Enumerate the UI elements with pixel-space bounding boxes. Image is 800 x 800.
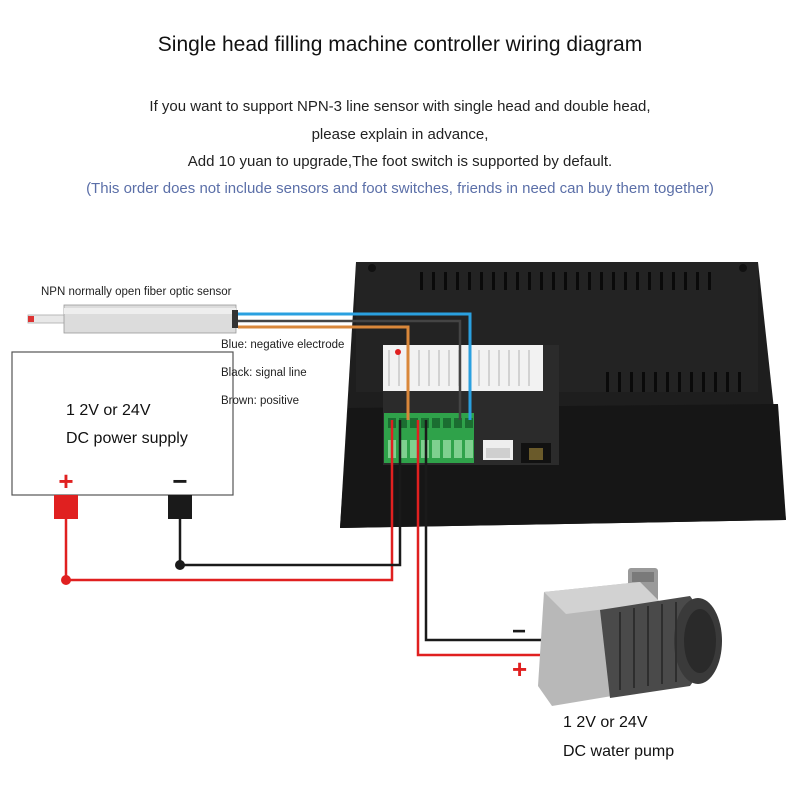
pump-minus-sign: −: [512, 618, 527, 645]
red-power-wire: [64, 420, 394, 582]
blue-wire: [238, 312, 472, 420]
note-line-4: (This order does not include sensors and…: [86, 180, 714, 197]
psu-plus-terminal: [54, 495, 78, 519]
fiber-optic-sensor: [27, 304, 238, 334]
psu-plus-sign: +: [58, 466, 74, 496]
page-title: Single head filling machine controller w…: [157, 33, 643, 56]
black-wire-label: Black: signal line: [221, 367, 307, 379]
pump-plus-sign: +: [512, 654, 528, 684]
note-line-1: If you want to support NPN-3 line sensor…: [149, 98, 651, 115]
blue-wire-label: Blue: negative electrode: [221, 339, 345, 351]
brown-wire-label: Brown: positive: [221, 395, 299, 407]
psu-minus-terminal: [168, 495, 192, 519]
red-pump-wire: [416, 420, 543, 657]
black-power-wire: [178, 420, 402, 567]
psu-name-label: DC power supply: [66, 430, 188, 447]
brown-wire: [238, 325, 410, 420]
psu-minus-sign: −: [172, 466, 188, 496]
pump-voltage-label: 1 2V or 24V: [563, 714, 648, 731]
note-line-3: Add 10 yuan to upgrade,The foot switch i…: [187, 153, 613, 170]
controller-unit: [340, 262, 786, 528]
black-sensor-wire: [238, 319, 462, 420]
sensor-label: NPN normally open fiber optic sensor: [41, 286, 232, 298]
power-supply-box: [11, 351, 234, 496]
pump-name-label: DC water pump: [563, 743, 675, 760]
psu-voltage-label: 1 2V or 24V: [66, 402, 151, 419]
water-pump: [538, 568, 722, 706]
black-pump-wire: [424, 420, 543, 642]
note-line-2: please explain in advance,: [311, 126, 489, 143]
